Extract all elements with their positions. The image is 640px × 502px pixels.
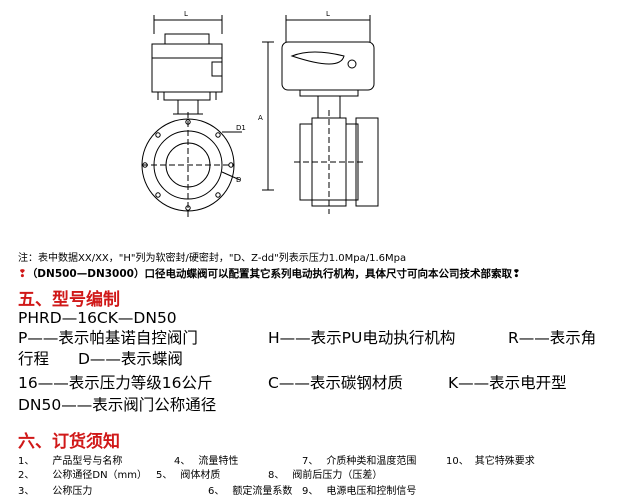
order-item: 7、介质种类和温度范围: [302, 456, 417, 467]
warning-icon: ❢: [18, 268, 27, 280]
order-item: 10、其它特殊要求: [446, 456, 535, 467]
model-line-c: C——表示碳钢材质: [268, 374, 403, 392]
model-line-dn: DN50——表示阀门公称通径: [18, 396, 217, 414]
note-line-2: ❢（DN500—DN3000）口径电动蝶阀可以配置其它系列电动执行机构，具体尺寸…: [18, 268, 521, 280]
order-item: 6、额定流量系数: [208, 486, 293, 497]
model-code: PHRD—16CK—DN50: [18, 309, 177, 327]
valve-technical-drawing: L L A D1 D: [141, 10, 379, 218]
order-item: 1、产品型号与名称: [18, 456, 123, 467]
order-item: 3、公称压力: [18, 486, 93, 497]
dim-label-top-right: L: [326, 10, 330, 18]
model-line-k: K——表示电开型: [448, 374, 567, 392]
section-6-heading: 六、订货须知: [18, 432, 120, 452]
order-item: 8、阀前后压力（压差）: [268, 470, 383, 481]
model-line-r: R——表示角: [508, 329, 597, 347]
order-item: 5、阀体材质: [156, 470, 221, 481]
order-item: 4、流量特性: [174, 456, 239, 467]
model-line-d: D——表示蝶阀: [78, 350, 183, 368]
order-item: 9、电源电压和控制信号: [302, 486, 417, 497]
dim-label-d1: D1: [236, 124, 246, 132]
dim-label-side: A: [258, 114, 263, 122]
note-line-2-text: （DN500—DN3000）口径电动蝶阀可以配置其它系列电动执行机构，具体尺寸可…: [26, 268, 521, 280]
dim-label-d: D: [236, 176, 241, 184]
model-line-16: 16——表示压力等级16公斤: [18, 374, 213, 392]
model-line-h: H——表示PU电动执行机构: [268, 329, 456, 347]
dim-label-top: L: [184, 10, 188, 18]
note-line-1: 注：表中数据XX/XX，"H"列为软密封/硬密封，"D、Z-dd"列表示压力1.…: [18, 253, 407, 264]
model-line-p: P——表示帕基诺自控阀门: [18, 329, 198, 347]
model-line-r-cont: 行程: [18, 350, 50, 368]
section-5-heading: 五、型号编制: [18, 290, 120, 310]
order-item: 2、公称通径DN（mm）: [18, 470, 148, 481]
